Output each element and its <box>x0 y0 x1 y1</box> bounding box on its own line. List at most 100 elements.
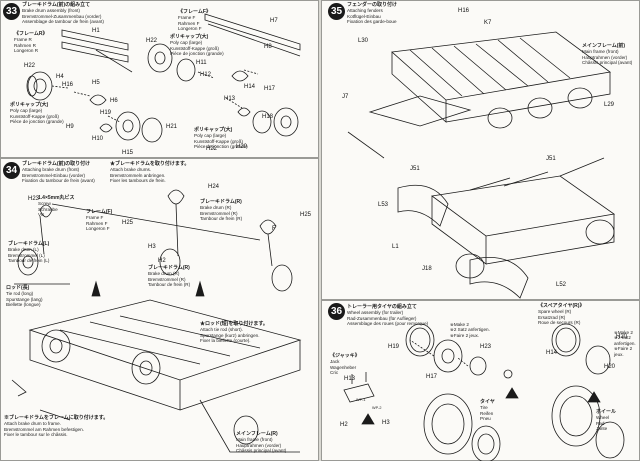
part-label-h3: H3 <box>148 244 156 250</box>
step-33-title-de: Bremstrommel-Zusammenbau (vorder) <box>22 13 102 19</box>
part-label-j51-b: J51 <box>546 156 556 162</box>
wheel-35-c <box>567 87 593 109</box>
step-35-title-en: Attaching fenders <box>347 8 383 14</box>
step-34-title-de: Bremstrommel-Einbau (vorder) <box>22 172 86 178</box>
short-rod-jp: ★ロッド(短)を取り付けます。 <box>200 321 268 327</box>
make-left-en: ※Make 2 <box>450 322 469 327</box>
mark-wp1: WP-1 <box>356 398 366 402</box>
part-label-l1: L1 <box>392 244 399 250</box>
frame-f-jp: 《フレームF》 <box>178 9 211 15</box>
make-two-right: ※Make 2 ※2 Satz anfertigen. ※Faire 2 jeu… <box>614 330 640 357</box>
frame-r-de: Rahmen R <box>14 42 36 48</box>
jack-post <box>351 372 367 384</box>
step-34-title-fr: Fixation du tambour de frein (avant) <box>22 178 95 184</box>
step-36-title-jp: トレーラー用タイヤの組み立て <box>347 304 417 310</box>
step-33-title: ブレーキドラム(前)の組み立て Brake drum assembly (fro… <box>22 2 104 25</box>
part-label-h5: H5 <box>92 80 100 86</box>
tire-1 <box>423 393 473 455</box>
part-label-h15: H15 <box>122 150 134 156</box>
step-36-title-fr: Assemblage des roues (pour remorque) <box>347 321 429 327</box>
part-label-h21: H21 <box>166 124 178 130</box>
part-label-h22-b: H22 <box>146 38 158 44</box>
drum-r2-fr: Tambour de frein (R) <box>148 282 191 288</box>
bottom-note-34: ※ブレーキドラムをフレームに取り付けます。 Attach brake drum … <box>4 415 108 438</box>
jack-en: Jack <box>330 359 340 365</box>
part-label-f: F <box>272 226 276 232</box>
step-34-instruction-en: Attach brake drums. <box>110 167 152 173</box>
drum-center <box>159 248 181 276</box>
tie-rod <box>51 203 261 241</box>
frame-r-en: Frame R <box>14 37 32 43</box>
step-34-badge: 34 <box>3 162 20 179</box>
wheel-jp: ホイール <box>596 409 617 415</box>
main-frame-34-jp: メインフレーム(R) <box>236 431 278 437</box>
hub-2 <box>585 345 611 375</box>
polycap-en-1: Poly cap (large) <box>10 108 43 114</box>
part-label-l52: L52 <box>556 282 567 288</box>
step-33-title-jp: ブレーキドラム(前)の組み立て <box>22 2 91 8</box>
part-label-h6: H6 <box>110 98 118 104</box>
tire-callout: タイヤ Tire Reifen Pneu <box>480 399 495 422</box>
step-33-badge: 33 <box>3 3 20 20</box>
frame-rail-r2 <box>61 41 129 63</box>
part-label-h22-c: H22 <box>206 146 218 152</box>
drum-l-de: Bremstrommel (L) <box>8 252 45 258</box>
wheel-fr: Jante <box>596 426 608 432</box>
loose-parts <box>11 379 71 421</box>
drum-right <box>271 264 293 292</box>
wheel-callout: ホイール Wheel Rad Jante <box>596 409 617 432</box>
tire-jp: タイヤ <box>480 399 495 405</box>
step-33-title-fr: Assemblage de tambour de frein (avant) <box>22 19 104 25</box>
drum-l-fr: Tambour de frein (L) <box>8 258 50 264</box>
polycap-fr-3: Pièce de jonction (grande) <box>194 144 248 150</box>
polycap-callout-2: ポリキャップ(大) Poly cap (large) Kunststoff-Ka… <box>170 34 224 57</box>
polycap-de-3: Kunststoff-Kappe (groß) <box>194 138 243 144</box>
screw-en: Screw <box>38 201 51 207</box>
drum-l-callout: ブレーキドラム(L) Brake drum (L) Bremstrommel (… <box>8 241 50 264</box>
drawbar <box>368 95 472 127</box>
step-36-title-de: Rad-Zusammenbau (für Auflieger) <box>347 315 417 321</box>
part-label-h14: H14 <box>244 84 256 90</box>
main-frame-35-jp: メインフレーム(前) <box>582 43 626 49</box>
brake-drum-4 <box>252 107 299 137</box>
step-34-instruction-fr: Fixer les tambours de frein. <box>110 178 166 184</box>
make-left-de: ※2 Satz anfertigen. <box>450 327 490 333</box>
tow-bar <box>347 131 385 159</box>
panel-step34 <box>0 158 319 461</box>
step-34-instruction-jp: ★ブレーキドラムを取り付けます。 <box>110 161 190 167</box>
main-frame-35-en: Main frame (front) <box>582 49 619 55</box>
part-label-h20: H20 <box>236 144 248 150</box>
part-label-h25-b: H25 <box>300 212 312 218</box>
spare-en: Spare wheel (R) <box>538 309 572 315</box>
step-36-title: トレーラー用タイヤの組み立て Wheel assembly (for trail… <box>347 304 429 327</box>
deck-sides <box>391 52 611 123</box>
step35-art <box>347 31 616 299</box>
polycap-callout-1: ポリキャップ(大) Poly cap (large) Kunststoff-Ka… <box>10 102 64 125</box>
drum-r-callout-2: ブレーキドラム(R) Brake drum (R) Bremstrommel (… <box>148 265 191 288</box>
panel-step35 <box>321 0 640 300</box>
wheel-35-b <box>527 97 553 119</box>
part-label-h18: H18 <box>262 114 274 120</box>
part-label-h7: H7 <box>270 18 278 24</box>
step-33-title-en: Brake drum assembly (front) <box>22 8 80 14</box>
step-35-badge: 35 <box>328 3 345 20</box>
part-label-h16-35: H16 <box>458 8 470 14</box>
jack-de: Wagenheber <box>330 364 357 370</box>
part-label-h23-36: H23 <box>480 344 492 350</box>
part-label-h19-36: H19 <box>388 344 400 350</box>
frame-f-de: Rahmen F <box>178 20 200 26</box>
tire-en: Tire <box>480 405 488 411</box>
step-35-title-jp: フェンダーの取り付け <box>347 2 398 8</box>
bottom-note-de: Bremstrommel am Rahmen befestigen. <box>4 426 84 432</box>
make-right-en: ※Make 2 <box>614 330 633 335</box>
jack-jp: 《ジャッキ》 <box>330 353 360 359</box>
brake-drum-2 <box>147 43 196 82</box>
front-drum-center <box>131 351 161 385</box>
hub-1 <box>433 339 463 373</box>
jack-body <box>343 383 375 403</box>
drum-r-callout: ブレーキドラム(R) Brake drum (R) Bremstrommel (… <box>200 199 242 222</box>
arrows-36 <box>361 387 601 425</box>
spare-jp: 《スペアタイヤ(R)》 <box>538 303 585 309</box>
screw-callout: 1.4×5mm丸ビス Screw Schraube Vis <box>38 195 75 218</box>
